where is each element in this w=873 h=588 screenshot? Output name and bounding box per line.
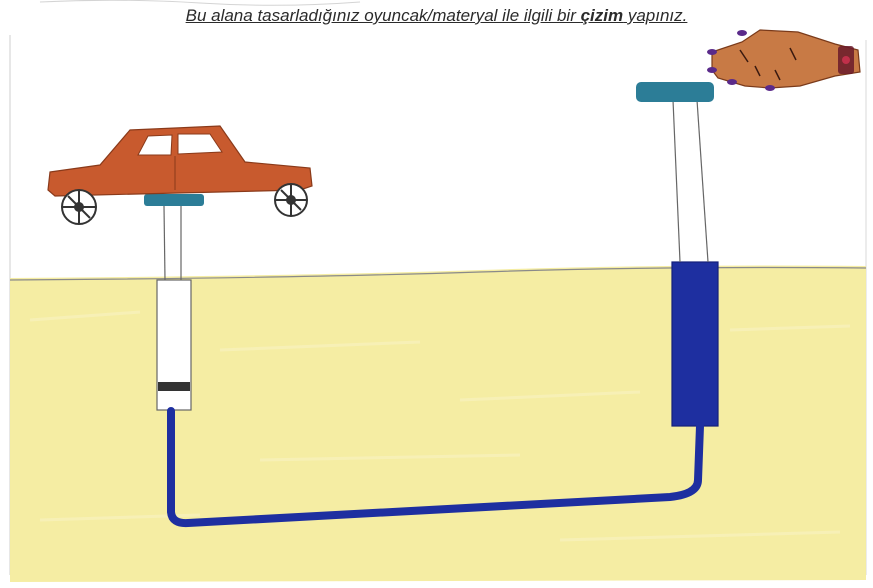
fingernail-1 — [707, 49, 717, 55]
hand-pushing — [707, 30, 860, 91]
left-rod-line-a — [164, 206, 165, 280]
fingernail-2 — [707, 67, 717, 73]
faint-scribble — [40, 0, 360, 5]
right-rod-line-a — [673, 100, 680, 262]
right-piston-cap — [636, 82, 714, 102]
fingernail-thumb — [737, 30, 747, 36]
car-wheel-rear — [275, 184, 307, 216]
fingernail-4 — [765, 85, 775, 91]
fingernail-3 — [727, 79, 737, 85]
left-piston-band — [158, 382, 190, 391]
right-rod-line-b — [697, 100, 708, 262]
wristband-gem — [842, 56, 850, 64]
right-cylinder — [672, 262, 718, 426]
car-wheel-front — [62, 190, 96, 224]
car — [48, 126, 312, 224]
hand-palm — [712, 30, 860, 88]
left-lift-pad — [144, 194, 204, 206]
